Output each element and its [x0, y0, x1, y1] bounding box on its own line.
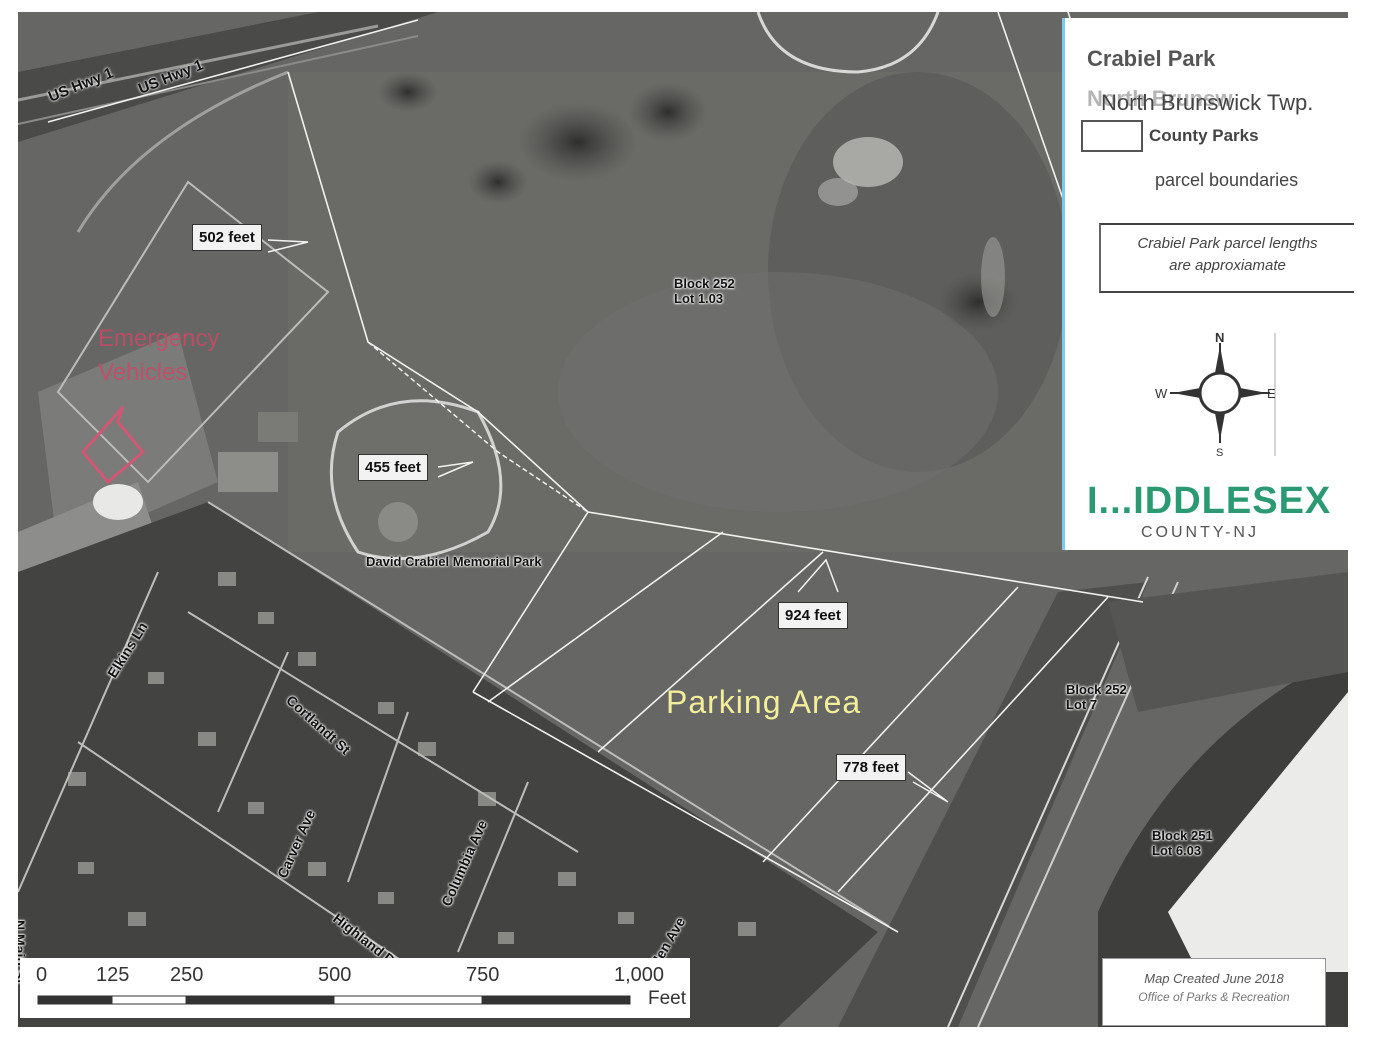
distance-callout-502: 502 feet	[192, 224, 262, 251]
map-created-date: Map Created June 2018	[1144, 971, 1284, 986]
scale-segment	[185, 995, 335, 1005]
credit-office: Office of Parks & Recreation	[1138, 990, 1290, 1004]
scale-units: Feet	[648, 988, 687, 1009]
scale-segment	[37, 995, 113, 1005]
scale-tick-label: 250	[170, 964, 204, 986]
scale-tick-label: 750	[466, 964, 500, 986]
legend-subtitle-overprint: North Brunsw	[1087, 86, 1233, 111]
legend-subtitle: North Brunswick Twp.	[1101, 90, 1314, 115]
county-parks-label: County Parks	[1149, 126, 1259, 145]
scale-segment	[111, 995, 187, 1005]
distance-callout-778: 778 feet	[836, 754, 906, 781]
scale-tick-label: 500	[318, 964, 352, 986]
compass-icon: N W E S	[1155, 330, 1276, 458]
parcel-boundaries-label: parcel boundaries	[1155, 170, 1299, 190]
compass-south: S	[1216, 447, 1223, 458]
distance-callout-924: 924 feet	[778, 602, 848, 629]
distance-callout-455: 455 feet	[358, 454, 428, 481]
scale-tick-label: 0	[36, 964, 48, 986]
map-legend: Crabiel Park North Brunsw North Brunswic…	[1062, 18, 1365, 550]
county-parks-swatch	[1081, 120, 1143, 152]
scale-bar-graphic	[37, 995, 631, 1005]
scale-segment	[333, 995, 483, 1005]
compass-west: W	[1155, 386, 1168, 401]
scale-segment	[481, 995, 631, 1005]
scale-tick-label: 125	[96, 964, 130, 986]
park-name-label: David Crabiel Memorial Park	[366, 554, 542, 569]
county-nj-label: COUNTY-NJ	[1141, 524, 1259, 541]
parking-area-label: Parking Area	[666, 684, 862, 720]
scale-bar: 0 125 250 500 750 1,000 Feet	[20, 958, 690, 1018]
middlesex-logo: I...IDDLESEX	[1087, 480, 1332, 522]
scale-tick-label: 1,000	[614, 964, 665, 986]
compass-north: N	[1215, 330, 1224, 345]
map-credit: Map Created June 2018 Office of Parks & …	[1102, 958, 1326, 1026]
compass-east: E	[1267, 386, 1276, 401]
approximate-note: Crabiel Park parcel lengths are approxia…	[1099, 223, 1354, 293]
legend-title: Crabiel Park	[1087, 46, 1216, 71]
